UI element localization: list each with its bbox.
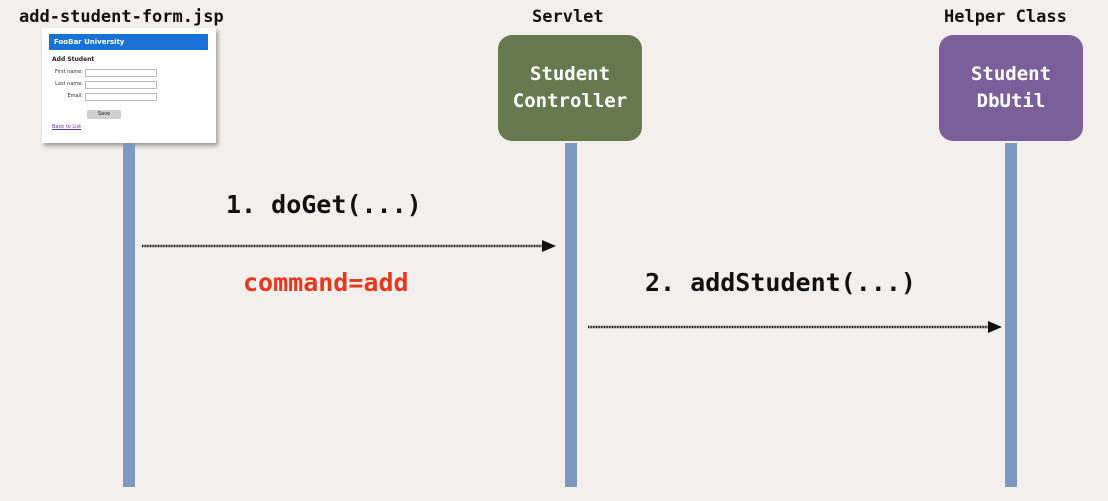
thumbnail-field-row: First name: — [42, 69, 216, 77]
helper-lifeline — [1005, 143, 1017, 487]
thumbnail-field-input — [85, 81, 157, 89]
thumbnail-field-row: Email: — [42, 93, 216, 101]
command-param-label: command=add — [243, 268, 409, 297]
form-thumbnail: FooBar University Add Student First name… — [42, 28, 216, 143]
servlet-header: Servlet — [532, 7, 604, 27]
addstudent-arrow — [588, 321, 1002, 333]
thumbnail-field-input — [85, 93, 157, 101]
doget-arrow — [142, 240, 556, 252]
servlet-lifeline — [565, 143, 577, 487]
thumbnail-banner: FooBar University — [49, 34, 208, 50]
jsp-lifeline — [123, 143, 135, 487]
step2-label: 2. addStudent(...) — [645, 268, 916, 297]
thumbnail-field-label: First name: — [55, 69, 83, 75]
helper-box: Student DbUtil — [939, 35, 1083, 141]
helper-header: Helper Class — [944, 7, 1067, 27]
helper-box-line1: Student — [970, 63, 1052, 85]
thumbnail-field-label: Last name: — [55, 81, 83, 87]
step1-label: 1. doGet(...) — [226, 190, 422, 219]
thumbnail-field-row: Last name: — [42, 81, 216, 89]
jsp-header: add-student-form.jsp — [19, 7, 224, 27]
thumbnail-field-label: Email: — [67, 93, 83, 99]
servlet-box-line2: Controller — [512, 90, 628, 112]
thumbnail-back-link: Back to List — [52, 124, 82, 130]
servlet-box: Student Controller — [498, 35, 642, 141]
thumbnail-field-input — [85, 69, 157, 77]
servlet-box-line1: Student — [529, 63, 611, 85]
helper-box-line2: DbUtil — [976, 90, 1046, 112]
thumbnail-save-button: Save — [87, 110, 121, 119]
thumbnail-title: Add Student — [52, 56, 95, 63]
